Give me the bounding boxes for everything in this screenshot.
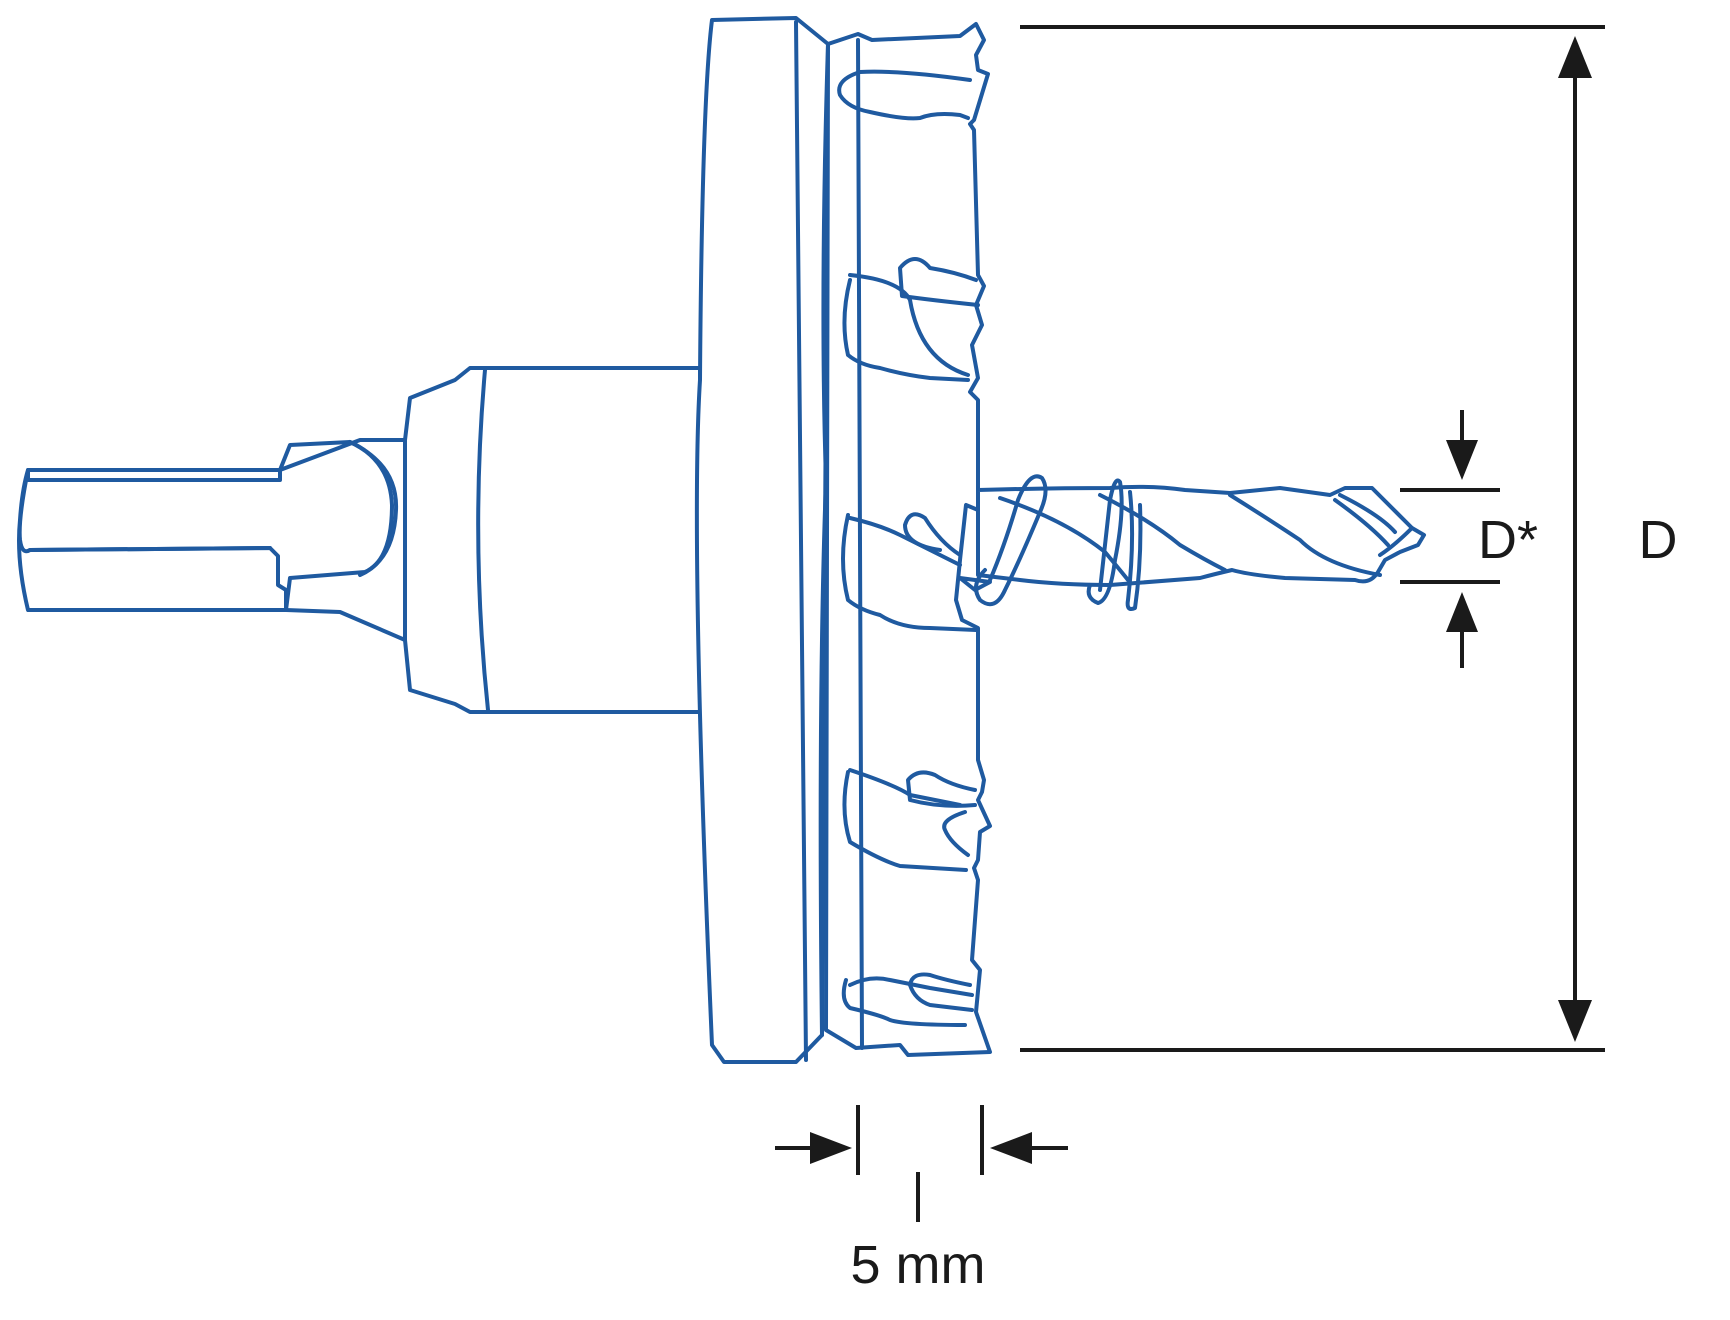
outer-diameter-label: D <box>1639 510 1678 570</box>
outer-diameter-dimension: D <box>1020 25 1678 1052</box>
shank-collar <box>278 438 407 642</box>
up-arrowhead-icon <box>1446 592 1478 632</box>
left-arrowhead-icon <box>990 1132 1032 1164</box>
hole-cutter-drawing <box>17 16 1426 1064</box>
down-arrowhead-icon <box>1558 1000 1592 1042</box>
cutting-depth-label: 5 mm <box>851 1235 986 1295</box>
cutting-depth-dimension: 5 mm <box>775 1105 1068 1295</box>
flange-plate <box>694 16 830 1064</box>
down-arrowhead-icon <box>1446 440 1478 480</box>
drill-diameter-dimension: D* <box>1400 410 1538 668</box>
hex-shank <box>17 468 288 612</box>
pilot-drill <box>958 474 1426 611</box>
right-arrowhead-icon <box>810 1132 852 1164</box>
drill-diameter-label: D* <box>1478 510 1538 570</box>
cutter-ring <box>824 22 992 1057</box>
up-arrowhead-icon <box>1558 36 1592 78</box>
adapter-body <box>403 366 702 714</box>
